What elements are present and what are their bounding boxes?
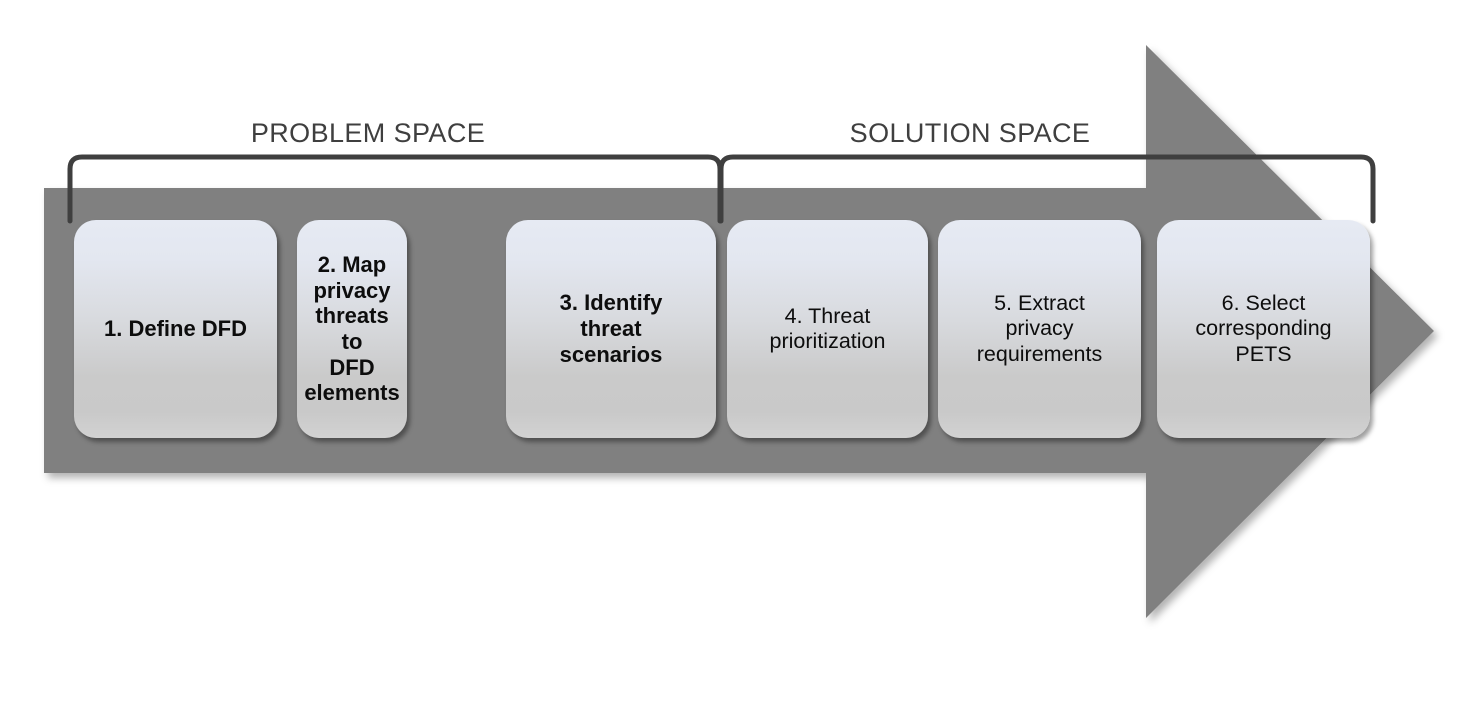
step-label-6: 6. Select corresponding PETS	[1195, 291, 1331, 366]
step-line: threat	[580, 316, 642, 342]
step-box-6[interactable]: 6. Select corresponding PETS	[1157, 220, 1370, 438]
solution-space-bracket	[718, 154, 1376, 224]
step-line: corresponding	[1195, 316, 1332, 341]
step-box-4[interactable]: 4. Threat prioritization	[727, 220, 928, 438]
step-line: 4. Threat	[784, 303, 871, 328]
step-box-5[interactable]: 5. Extract privacy requirements	[938, 220, 1141, 438]
step-label-2: 2. Map privacy threats to DFD elements	[304, 252, 399, 406]
step-line: privacy	[1005, 316, 1074, 341]
step-line: 3. Identify	[559, 290, 663, 316]
step-line: PETS	[1235, 341, 1292, 366]
step-line: 5. Extract	[994, 291, 1085, 316]
step-line: 1. Define DFD	[103, 316, 248, 342]
phase-label-solution-space: SOLUTION SPACE	[849, 118, 1091, 148]
step-line: 6. Select	[1221, 291, 1306, 316]
step-label-3: 3. Identify threat scenarios	[560, 290, 663, 367]
problem-space-bracket	[67, 154, 723, 224]
step-line: DFD	[329, 354, 375, 380]
step-line: threats to	[315, 303, 389, 354]
step-line: requirements	[976, 341, 1103, 366]
step-label-4: 4. Threat prioritization	[770, 304, 886, 354]
step-line: elements	[304, 380, 400, 406]
step-line: privacy	[313, 277, 391, 303]
step-line: prioritization	[769, 329, 886, 353]
step-label-1: 1. Define DFD	[104, 316, 247, 342]
step-box-2[interactable]: 2. Map privacy threats to DFD elements	[297, 220, 407, 438]
step-box-1[interactable]: 1. Define DFD	[74, 220, 277, 438]
step-line: scenarios	[559, 341, 663, 367]
step-line: 2. Map	[317, 251, 387, 277]
step-label-5: 5. Extract privacy requirements	[977, 291, 1102, 366]
step-box-3[interactable]: 3. Identify threat scenarios	[506, 220, 716, 438]
phase-label-problem-space: PROBLEM SPACE	[250, 118, 486, 148]
